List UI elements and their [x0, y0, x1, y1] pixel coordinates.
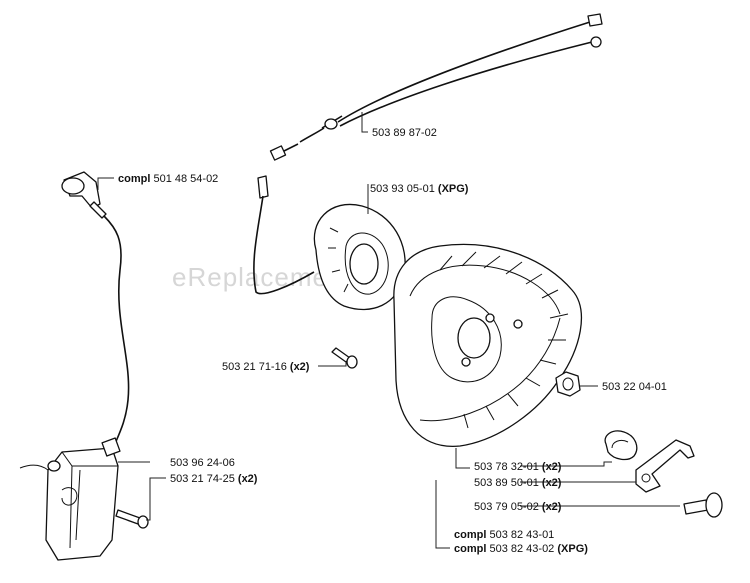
flywheel — [393, 243, 583, 447]
spark-plug-cap — [61, 171, 107, 219]
leader-lines — [97, 112, 680, 549]
callout-503-22-04-01: 503 22 04-01 — [602, 381, 667, 393]
ignition-module — [19, 437, 121, 561]
callout-503-78-32-01: 503 78 32-01 (x2) — [474, 461, 562, 473]
ignition-ring — [313, 203, 406, 311]
callout-503-82-43-01: compl 503 82 43-01 — [454, 529, 554, 541]
callout-503-82-43-02: compl 503 82 43-02 (XPG) — [454, 543, 588, 555]
svg-text:compl 501 48 54-02: compl 501 48 54-02 — [118, 173, 218, 185]
flywheel-nut — [555, 371, 581, 397]
pawl-screw — [683, 492, 723, 518]
callout-503-79-05-02: 503 79 05-02 (x2) — [474, 501, 562, 513]
screw-503-21-74-25 — [115, 509, 149, 529]
svg-text:compl 503 82 43-02 (XPG): compl 503 82 43-02 (XPG) — [454, 543, 588, 555]
callout-501-48-54-02: compl 501 48 54-02 — [118, 173, 218, 185]
svg-text:503 79 05-02 (x2): 503 79 05-02 (x2) — [474, 501, 562, 513]
svg-text:503 22 04-01: 503 22 04-01 — [602, 381, 667, 393]
ignition-lead — [103, 215, 130, 447]
svg-text:503 96 24-06: 503 96 24-06 — [170, 457, 235, 469]
svg-text:503 89 50-01 (x2): 503 89 50-01 (x2) — [474, 477, 562, 489]
ignition-coil-lead — [253, 175, 315, 295]
callout-503-21-71-16: 503 21 71-16 (x2) — [222, 361, 310, 373]
wiring-harness — [269, 13, 603, 161]
callout-503-21-74-25: 503 21 74-25 (x2) — [170, 473, 258, 485]
svg-text:compl 503 82 43-01: compl 503 82 43-01 — [454, 529, 554, 541]
svg-text:503 89 87-02: 503 89 87-02 — [372, 127, 437, 139]
callout-503-93-05-01: 503 93 05-01 (XPG) — [370, 183, 469, 195]
screw-503-21-71-16 — [331, 347, 358, 369]
starter-spring — [604, 430, 638, 461]
svg-text:503 21 71-16 (x2): 503 21 71-16 (x2) — [222, 361, 310, 373]
callout-503-89-50-01: 503 89 50-01 (x2) — [474, 477, 562, 489]
svg-text:503 21 74-25 (x2): 503 21 74-25 (x2) — [170, 473, 258, 485]
callout-503-96-24-06: 503 96 24-06 — [170, 457, 235, 469]
starter-pawl — [635, 439, 695, 493]
svg-text:503 78 32-01 (x2): 503 78 32-01 (x2) — [474, 461, 562, 473]
svg-text:503 93 05-01 (XPG): 503 93 05-01 (XPG) — [370, 183, 469, 195]
callout-503-89-87-02: 503 89 87-02 — [372, 127, 437, 139]
